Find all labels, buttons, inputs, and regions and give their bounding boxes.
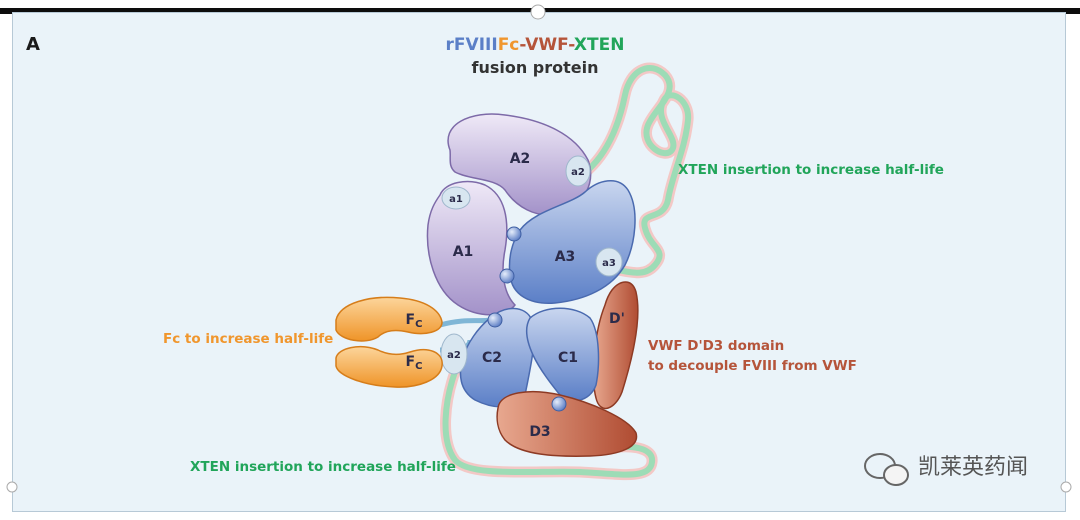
domain-fc-top <box>335 296 443 342</box>
domain-c1 <box>525 307 600 402</box>
watermark-text: 凯莱英药闻 <box>918 455 1028 480</box>
frame-handle-left <box>6 481 18 493</box>
frame-handle-top <box>530 4 546 20</box>
label-small-a2-bottom: a2 <box>447 350 461 361</box>
site-a1 <box>441 186 471 210</box>
frame-handle-right <box>1060 481 1072 493</box>
title-fviii: rFVIII <box>446 35 498 55</box>
title-vwf: -VWF- <box>519 35 575 55</box>
junction-ball-2 <box>499 268 515 284</box>
domain-fc-bottom <box>335 346 443 388</box>
label-fc-top: FC <box>406 312 423 330</box>
site-a3 <box>595 247 623 277</box>
site-a2-top <box>565 155 591 187</box>
junction-ball-3 <box>487 312 503 328</box>
label-a2: A2 <box>510 151 531 167</box>
label-fc-bottom: FC <box>406 354 423 372</box>
annotation-fc: Fc to increase half-life <box>163 331 333 347</box>
label-small-a3: a3 <box>602 258 616 269</box>
label-a3: A3 <box>555 249 576 265</box>
label-small-a1: a1 <box>449 194 463 205</box>
figure-title: rFVIIIFc-VWF-XTEN <box>446 35 625 55</box>
label-c2: C2 <box>482 350 502 366</box>
annotation-vwf-line1: VWF D'D3 domain <box>648 338 784 354</box>
panel-label: A <box>26 34 40 55</box>
xten-strand-bottom <box>442 369 655 478</box>
title-xten: XTEN <box>574 35 625 55</box>
wechat-icon-bubble <box>883 464 909 486</box>
title-fc: Fc <box>498 35 520 55</box>
domain-d3 <box>496 390 638 457</box>
domain-a1 <box>426 180 516 316</box>
figure-subtitle: fusion protein <box>471 58 598 77</box>
junction-ball-1 <box>506 226 522 242</box>
annotation-xten-bottom: XTEN insertion to increase half-life <box>190 459 456 475</box>
label-a1: A1 <box>453 244 474 260</box>
label-small-a2-top: a2 <box>571 167 585 178</box>
watermark: 凯莱英药闻 <box>864 453 1028 486</box>
site-a2-bottom <box>440 333 468 375</box>
label-d-prime: D' <box>609 311 625 327</box>
label-d3: D3 <box>529 424 550 440</box>
domain-d-prime <box>592 281 639 410</box>
xten-strand-top <box>585 64 692 276</box>
annotation-xten-top: XTEN insertion to increase half-life <box>678 162 944 178</box>
junction-ball-4 <box>551 396 567 412</box>
annotation-vwf-line2: to decouple FVIII from VWF <box>648 358 857 374</box>
label-c1: C1 <box>558 350 578 366</box>
